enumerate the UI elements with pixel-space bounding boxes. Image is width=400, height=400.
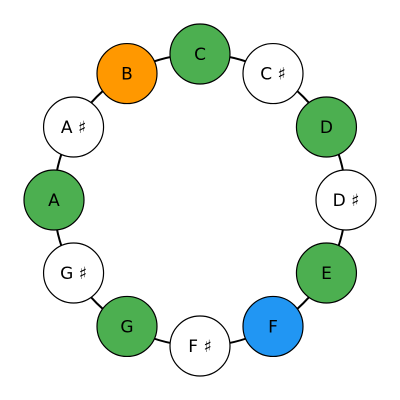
note-circle-fsharp <box>169 315 231 377</box>
note-node-g: G <box>96 295 158 358</box>
note-node-csharp: C ♯ <box>242 42 304 105</box>
note-label-b: B <box>121 65 133 85</box>
note-node-asharp: A ♯ <box>42 96 105 158</box>
note-label-csharp: C ♯ <box>260 65 286 85</box>
note-node-gsharp: G ♯ <box>42 242 105 304</box>
note-circle-dsharp <box>315 169 377 231</box>
note-node-e: E <box>295 242 358 304</box>
note-label-gsharp: G ♯ <box>60 264 87 284</box>
note-node-dsharp: D ♯ <box>315 169 377 231</box>
note-label-a: A <box>48 191 60 211</box>
note-label-asharp: A ♯ <box>61 118 86 138</box>
note-label-fsharp: F ♯ <box>188 337 211 357</box>
note-label-d: D <box>320 118 333 138</box>
note-circle-c <box>169 23 231 85</box>
note-node-c: C <box>169 23 231 85</box>
note-node-d: D <box>295 96 358 158</box>
note-label-e: E <box>321 264 332 284</box>
note-node-f: F <box>242 295 304 358</box>
note-circle-gsharp <box>42 242 105 304</box>
note-circle-asharp <box>42 96 105 158</box>
note-circle-csharp <box>242 42 304 105</box>
note-label-c: C <box>194 45 206 65</box>
note-node-a: A <box>23 169 85 231</box>
note-circle-g <box>96 295 158 358</box>
note-label-g: G <box>120 317 133 337</box>
note-circle-f <box>242 295 304 358</box>
note-nodes: C C ♯ D D ♯ E F F ♯ G G ♯ A A ♯ B <box>23 23 377 377</box>
note-label-f: F <box>268 317 278 337</box>
note-label-dsharp: D ♯ <box>333 191 360 211</box>
note-circle-e <box>295 242 358 304</box>
note-node-b: B <box>96 42 158 105</box>
note-circle-d <box>295 96 358 158</box>
note-circle-a <box>23 169 85 231</box>
note-circle-b <box>96 42 158 105</box>
note-node-fsharp: F ♯ <box>169 315 231 377</box>
note-ring <box>53 53 347 347</box>
